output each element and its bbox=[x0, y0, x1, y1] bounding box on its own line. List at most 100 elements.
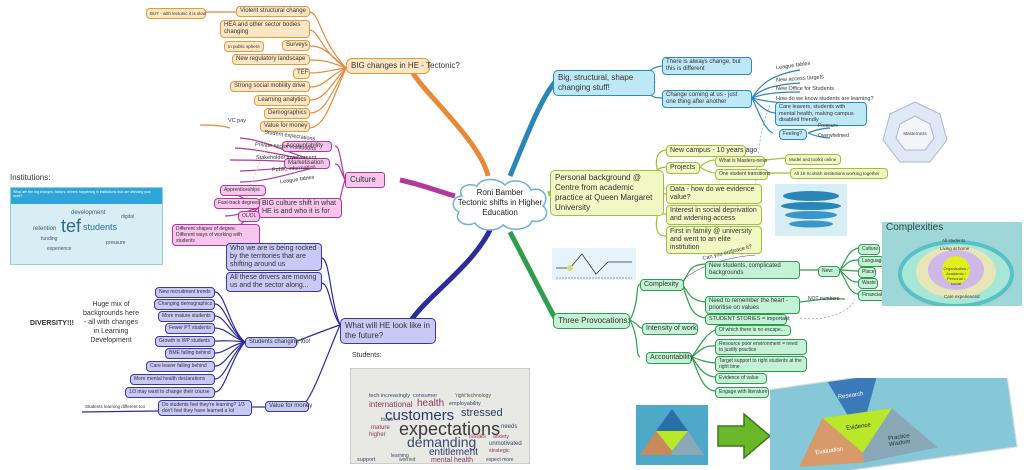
topic-change-coming[interactable]: Change coming at us - just one thing aft… bbox=[662, 90, 752, 108]
topic-hea-sector-bodies[interactable]: HEA and other sector bodies changing bbox=[220, 20, 310, 38]
topic-social-mobility[interactable]: Strong social mobility drive bbox=[230, 81, 310, 92]
topic-target-support[interactable]: Target support to right students at the … bbox=[715, 356, 807, 372]
topic-ol-dl[interactable]: OL/DL bbox=[238, 211, 260, 222]
topic-personal-background[interactable]: Personal background @ Centre from academ… bbox=[550, 170, 664, 216]
central-topic-line1: Roni Bamber bbox=[476, 188, 524, 197]
topic-fewer-pt[interactable]: Fewer PT students bbox=[165, 323, 215, 334]
small-triangle-image[interactable] bbox=[636, 405, 708, 465]
scw-needs: needs bbox=[501, 424, 518, 430]
topic-remember-heart[interactable]: Need to remember the heart - prioritise … bbox=[705, 296, 800, 314]
topic-different-shapes[interactable]: Different shapes of degree. Different wa… bbox=[172, 224, 260, 246]
topic-tectonic-slow[interactable]: BUT - with tectonic it is slow bbox=[146, 8, 206, 19]
connector-blue-trunk bbox=[402, 228, 493, 332]
topic-masters-ness[interactable]: What is Masters-ness bbox=[715, 156, 767, 167]
topic-language[interactable]: Language bbox=[858, 256, 884, 267]
topic-growth-wp[interactable]: Growth in WP students bbox=[155, 336, 215, 347]
topic-feeling[interactable]: Feeling? bbox=[779, 129, 807, 140]
wordcloud-word-tef: tef bbox=[61, 216, 82, 236]
topic-mental-health-declarations[interactable]: More mental health declarations bbox=[130, 374, 215, 385]
topic-accountability-pink[interactable]: Accountability bbox=[282, 141, 332, 152]
topic-changing-demographics[interactable]: Changing demographics bbox=[154, 299, 215, 310]
topic-value-for-money-blue[interactable]: Value for money bbox=[265, 401, 312, 412]
topic-demographics[interactable]: Demographics bbox=[264, 108, 310, 119]
topic-new-recruitment[interactable]: New recruitment trends bbox=[155, 287, 215, 298]
stripes-shape bbox=[781, 191, 841, 228]
stripes-logo-image[interactable] bbox=[775, 184, 847, 236]
scw-tech: tech increasingly bbox=[369, 393, 410, 399]
scw-worried: worried bbox=[399, 457, 416, 463]
large-triangle-image[interactable]: Research Evidence Evaluation Practice Wi… bbox=[770, 378, 1022, 470]
wordcloud-word-retention: retention bbox=[33, 226, 57, 232]
label-learning-different: Students learning different too bbox=[85, 404, 145, 409]
topic-new-students[interactable]: New students, complicated backgrounds bbox=[705, 261, 800, 279]
topic-culture-green[interactable]: Culture bbox=[858, 244, 880, 255]
scw-consumer: consumer bbox=[413, 393, 438, 399]
scw-support: support bbox=[357, 457, 376, 463]
topic-scottish-institutions[interactable]: All 19 Scottish institutions working tog… bbox=[790, 168, 888, 179]
topic-value-for-money[interactable]: Value for money bbox=[260, 121, 310, 132]
wordcloud-word-pressure: pressure bbox=[106, 240, 126, 246]
topic-drivers-moving[interactable]: All these drivers are moving us and the … bbox=[226, 272, 322, 292]
topic-marketisation[interactable]: Marketisation bbox=[284, 158, 330, 169]
label-stakeholder: Stakeholder involvement bbox=[256, 155, 317, 161]
connector-dashed-stories bbox=[799, 299, 856, 320]
topic-complexity[interactable]: Complexity bbox=[640, 279, 684, 291]
scw-unmotivated: unmotivated bbox=[489, 441, 522, 447]
scw-issues: issues bbox=[469, 434, 487, 440]
topic-intensity-of-work[interactable]: Intensity of work bbox=[642, 323, 698, 335]
students-wordcloud-image[interactable]: tech increasingly consumer 'right'techno… bbox=[350, 368, 530, 464]
topic-learning-analytics[interactable]: Learning analytics bbox=[254, 95, 310, 106]
complexities-image[interactable]: Complexities Organisation / Academic / P… bbox=[882, 222, 1022, 306]
topic-accountability-green[interactable]: Accountability bbox=[646, 352, 693, 364]
masterness-heptagon-image[interactable]: Masterness bbox=[880, 100, 950, 172]
topic-students-changing[interactable]: Students changing too! bbox=[245, 337, 310, 348]
topic-tef[interactable]: TEF bbox=[293, 68, 310, 79]
topic-evidence-of-value[interactable]: Evidence of value bbox=[715, 373, 767, 384]
topic-data-evidence[interactable]: Data - how do we evidence value? bbox=[666, 184, 762, 204]
topic-regulatory-landscape[interactable]: New regulatory landscape bbox=[232, 54, 310, 65]
cloud-shape bbox=[452, 178, 548, 231]
scw-right-tech: 'right'technology bbox=[455, 393, 491, 399]
topic-apprenticeships[interactable]: Apprenticeships bbox=[220, 185, 266, 196]
connector-pink-trunk bbox=[399, 177, 456, 199]
scw-employability: employability bbox=[449, 401, 481, 407]
topic-bme-falling[interactable]: BME falling behind bbox=[165, 348, 215, 359]
topic-care-leavers[interactable]: Care leavers, students with mental healt… bbox=[775, 102, 867, 126]
topic-engage-literature[interactable]: Engage with literature bbox=[715, 387, 769, 398]
topic-social-deprivation[interactable]: Interest in social deprivation and widen… bbox=[666, 205, 762, 225]
topic-new[interactable]: New: bbox=[818, 266, 840, 277]
scw-focus: focus bbox=[381, 417, 393, 423]
topic-new-campus[interactable]: New campus - 10 years ago bbox=[666, 145, 757, 157]
topic-student-stories[interactable]: STUDENT STORIES = important bbox=[705, 314, 790, 325]
topic-three-provocations[interactable]: Three Provocations: bbox=[553, 313, 630, 329]
topic-big-changes[interactable]: BIG changes in HE - Tectonic? bbox=[346, 58, 460, 74]
label-huge-mix: Huge mix of backgrounds here - all with … bbox=[82, 301, 140, 344]
topic-care-leaver[interactable]: Care leaver falling behind bbox=[146, 361, 215, 372]
topic-surveys[interactable]: Surveys bbox=[282, 40, 310, 51]
topic-fast-track-degrees[interactable]: Fast-track degrees bbox=[214, 198, 260, 209]
institutions-wordcloud-image[interactable]: What are the big changes, factors, drive… bbox=[10, 187, 163, 265]
topic-place[interactable]: Place bbox=[858, 267, 876, 278]
topic-more-mature[interactable]: More mature students bbox=[158, 311, 215, 322]
topic-no-escape[interactable]: Of which there is no escape... bbox=[715, 325, 791, 336]
topic-public-sphere[interactable]: In public sphere bbox=[224, 41, 264, 52]
topic-change-course[interactable]: 1/3 may want to change their course bbox=[125, 387, 215, 398]
topic-big-structural[interactable]: Big, structural, shape changing stuff! bbox=[553, 70, 655, 96]
topic-students-learning[interactable]: Do students feel they're learning? 1/3 d… bbox=[158, 400, 252, 416]
topic-first-in-family[interactable]: First in family @ university and went to… bbox=[666, 226, 762, 254]
topic-student-transitions[interactable]: One student transitions bbox=[715, 169, 770, 180]
topic-model-toolkit[interactable]: Model and toolkit online bbox=[785, 154, 841, 165]
topic-being-rocked[interactable]: Who we are is being rocked by the territ… bbox=[226, 243, 322, 271]
topic-projects[interactable]: Projects bbox=[666, 162, 700, 174]
topic-waste[interactable]: Waste bbox=[858, 278, 878, 289]
topic-resource-poor[interactable]: Resource poor environment = need to just… bbox=[715, 339, 807, 355]
topic-violent-structural-change[interactable]: Violent structural change bbox=[236, 6, 310, 17]
student-journey-graph-image[interactable] bbox=[552, 248, 636, 280]
central-topic[interactable]: Roni Bamber Tectonic shifts in Higher Ed… bbox=[447, 176, 553, 232]
topic-big-culture-shift[interactable]: BIG culture shift in what HE is and who … bbox=[258, 198, 342, 218]
heptagon-shape bbox=[882, 101, 948, 163]
topic-always-change[interactable]: There is always change, but this is diff… bbox=[662, 57, 752, 75]
topic-culture[interactable]: Culture bbox=[345, 172, 385, 188]
central-topic-line3: Education bbox=[482, 208, 518, 217]
topic-future-he[interactable]: What will HE look like in the future? bbox=[340, 318, 436, 344]
